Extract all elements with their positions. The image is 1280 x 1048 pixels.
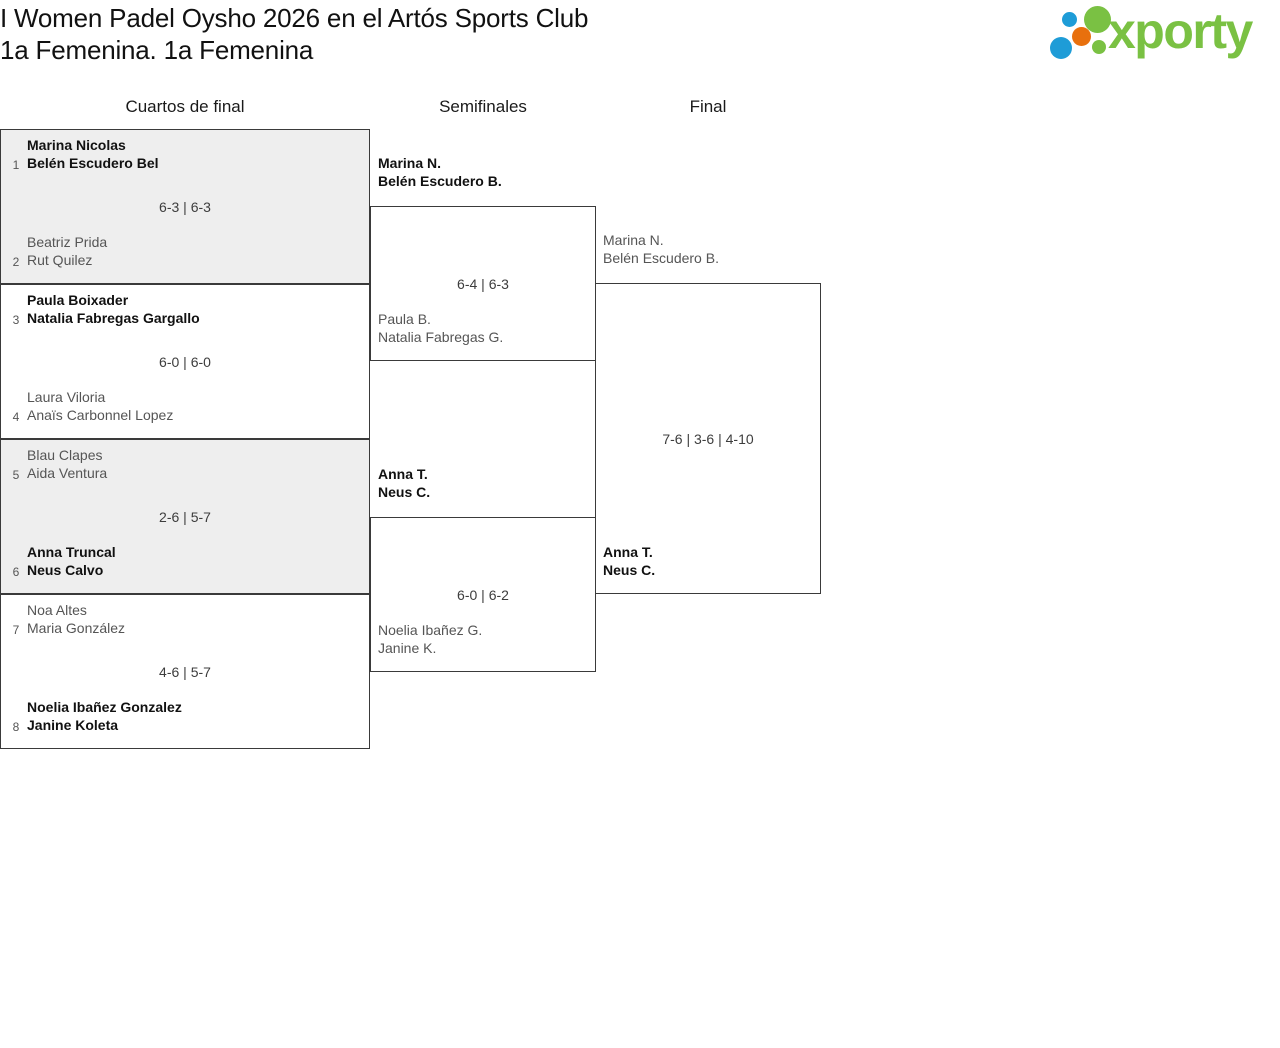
match-semifinal-1[interactable]: Marina N. Belén Escudero B. 6-4 | 6-3 Pa… — [370, 155, 596, 361]
player-name: Belén Escudero B. — [603, 250, 719, 266]
team-seed: 2 — [12, 255, 20, 269]
player-name: Anna Truncal — [27, 544, 116, 560]
match-score: 6-4 | 6-3 — [457, 276, 509, 292]
team-names: Marina N. Belén Escudero B. — [603, 231, 814, 267]
team-slot[interactable]: 3 Paula Boixader Natalia Fabregas Gargal… — [1, 291, 369, 335]
page-title: I Women Padel Oysho 2026 en el Artós Spo… — [0, 2, 900, 66]
match-score: 6-3 | 6-3 — [159, 199, 211, 215]
team-names: Beatriz Prida Rut Quilez — [27, 233, 363, 269]
match-score: 7-6 | 3-6 | 4-10 — [662, 431, 754, 447]
team-seed: 3 — [12, 313, 20, 327]
player-name: Marina Nicolas — [27, 137, 126, 153]
team-slot[interactable]: 6 Anna Truncal Neus Calvo — [1, 543, 369, 587]
player-name: Noa Altes — [27, 602, 87, 618]
player-name: Paula Boixader — [27, 292, 129, 308]
team-slot[interactable]: 5 Blau Clapes Aida Ventura — [1, 446, 369, 490]
page-header: I Women Padel Oysho 2026 en el Artós Spo… — [0, 0, 1280, 88]
player-name: Noelia Ibañez G. — [378, 622, 483, 638]
xporty-logo[interactable]: xporty — [1048, 3, 1276, 62]
player-name: Paula B. — [378, 311, 431, 327]
team-names: Marina Nicolas Belén Escudero Bel — [27, 136, 363, 172]
tournament-title-line-1: I Women Padel Oysho 2026 en el Artós Spo… — [0, 3, 589, 33]
team-seed: 6 — [12, 565, 20, 579]
player-name: Anna T. — [378, 466, 428, 482]
team-names: Blau Clapes Aida Ventura — [27, 446, 363, 482]
team-seed: 1 — [12, 158, 20, 172]
match-score: 4-6 | 5-7 — [159, 664, 211, 680]
player-name: Marina N. — [378, 155, 442, 171]
match-score: 6-0 | 6-0 — [159, 354, 211, 370]
team-names: Anna Truncal Neus Calvo — [27, 543, 363, 579]
team-names: Paula B. Natalia Fabregas G. — [378, 310, 589, 346]
tournament-category-line-2: 1a Femenina. 1a Femenina — [0, 35, 314, 65]
team-slot[interactable]: Marina N. Belén Escudero B. — [371, 154, 595, 198]
team-names: Anna T. Neus C. — [603, 543, 814, 579]
round-header-semifinals: Semifinales — [439, 97, 527, 116]
player-name: Beatriz Prida — [27, 234, 108, 250]
player-name: Anna T. — [603, 544, 653, 560]
round-header-quarterfinals: Cuartos de final — [125, 97, 245, 116]
team-slot[interactable]: 7 Noa Altes Maria González — [1, 601, 369, 645]
team-names: Anna T. Neus C. — [378, 465, 589, 501]
player-name: Aida Ventura — [27, 465, 108, 481]
team-names: Noelia Ibañez G. Janine K. — [378, 621, 589, 657]
team-names: Noa Altes Maria González — [27, 601, 363, 637]
logo-dot-orange — [1072, 27, 1091, 46]
match-quarterfinal-4[interactable]: 7 Noa Altes Maria González 4-6 | 5-7 8 N… — [0, 594, 370, 749]
player-name: Belén Escudero Bel — [27, 155, 159, 171]
player-name: Rut Quilez — [27, 252, 93, 268]
team-seed: 7 — [12, 623, 20, 637]
team-names: Marina N. Belén Escudero B. — [378, 154, 589, 190]
player-name: Neus C. — [603, 562, 656, 578]
match-quarterfinal-3[interactable]: 5 Blau Clapes Aida Ventura 2-6 | 5-7 6 A… — [0, 439, 370, 594]
logo-dot-green-large — [1084, 6, 1111, 33]
player-name: Janine Koleta — [27, 717, 119, 733]
match-score: 6-0 | 6-2 — [457, 587, 509, 603]
logo-dot-green-small — [1092, 40, 1106, 54]
player-name: Neus Calvo — [27, 562, 104, 578]
match-quarterfinal-2[interactable]: 3 Paula Boixader Natalia Fabregas Gargal… — [0, 284, 370, 439]
match-quarterfinal-1[interactable]: 1 Marina Nicolas Belén Escudero Bel 6-3 … — [0, 129, 370, 284]
logo-wordmark: xporty — [1108, 3, 1253, 59]
team-slot[interactable]: 1 Marina Nicolas Belén Escudero Bel — [1, 136, 369, 180]
player-name: Natalia Fabregas G. — [378, 329, 504, 345]
team-seed: 8 — [12, 720, 20, 734]
player-name: Neus C. — [378, 484, 431, 500]
team-seed: 4 — [12, 410, 20, 424]
team-names: Paula Boixader Natalia Fabregas Gargallo — [27, 291, 363, 327]
player-name: Laura Viloria — [27, 389, 106, 405]
team-slot[interactable]: 4 Laura Viloria Anaïs Carbonnel Lopez — [1, 388, 369, 432]
team-slot[interactable]: 8 Noelia Ibañez Gonzalez Janine Koleta — [1, 698, 369, 742]
player-name: Natalia Fabregas Gargallo — [27, 310, 200, 326]
team-names: Noelia Ibañez Gonzalez Janine Koleta — [27, 698, 363, 734]
player-name: Anaïs Carbonnel Lopez — [27, 407, 174, 423]
match-score: 2-6 | 5-7 — [159, 509, 211, 525]
team-slot[interactable]: Anna T. Neus C. — [371, 465, 595, 509]
round-header-final: Final — [689, 97, 727, 116]
logo-dot-blue-large — [1050, 37, 1072, 59]
match-final[interactable]: Marina N. Belén Escudero B. 7-6 | 3-6 | … — [595, 232, 821, 594]
player-name: Noelia Ibañez Gonzalez — [27, 699, 182, 715]
team-seed: 5 — [12, 468, 20, 482]
player-name: Maria González — [27, 620, 126, 636]
player-name: Belén Escudero B. — [378, 173, 502, 189]
player-name: Marina N. — [603, 232, 664, 248]
team-slot[interactable]: Marina N. Belén Escudero B. — [596, 231, 820, 275]
logo-dots-icon — [1048, 4, 1116, 62]
team-slot[interactable]: Paula B. Natalia Fabregas G. — [371, 310, 595, 354]
team-slot[interactable]: 2 Beatriz Prida Rut Quilez — [1, 233, 369, 277]
team-slot[interactable]: Anna T. Neus C. — [596, 543, 820, 587]
logo-dot-blue-small — [1062, 12, 1077, 27]
match-semifinal-2[interactable]: Anna T. Neus C. 6-0 | 6-2 Noelia Ibañez … — [370, 466, 596, 672]
player-name: Janine K. — [378, 640, 437, 656]
team-names: Laura Viloria Anaïs Carbonnel Lopez — [27, 388, 363, 424]
team-slot[interactable]: Noelia Ibañez G. Janine K. — [371, 621, 595, 665]
player-name: Blau Clapes — [27, 447, 103, 463]
